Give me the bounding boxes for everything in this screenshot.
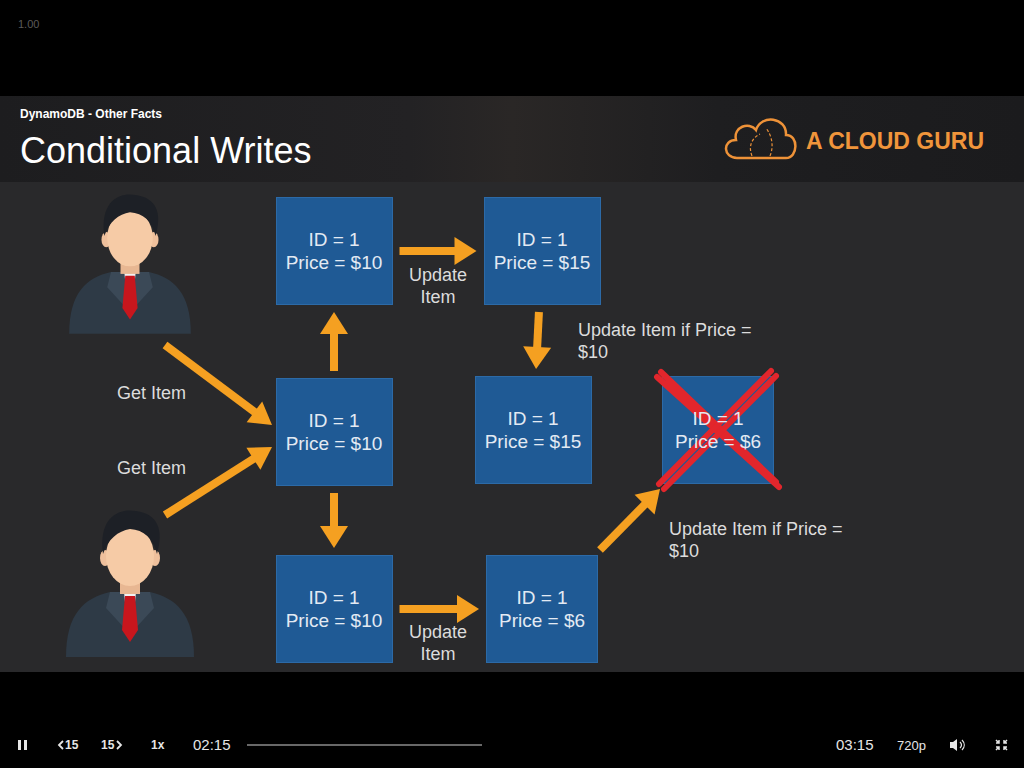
arrow-head bbox=[523, 346, 551, 369]
text-holder: A CLOUD GURU bbox=[806, 127, 984, 155]
action-label: Get Item bbox=[117, 382, 186, 404]
edge-label: Update Item if Price = $10 bbox=[669, 518, 844, 562]
item-attribute: Price = $15 bbox=[485, 430, 582, 453]
quality: 720p bbox=[897, 738, 926, 754]
playback-speed: 1x bbox=[151, 738, 164, 752]
text-holder: Update Item if Price = $10 bbox=[578, 319, 753, 363]
text-holder: 02:15 bbox=[193, 736, 231, 754]
arrow-shaft bbox=[330, 332, 338, 371]
item-box: ID = 1Price = $10 bbox=[276, 555, 393, 663]
item-box: ID = 1Price = $10 bbox=[276, 378, 393, 486]
text-holder: Update Item if Price = $10 bbox=[669, 518, 844, 562]
pause-icon bbox=[24, 740, 27, 750]
speed-indicator: 1.00 bbox=[18, 18, 39, 31]
volume-icon bbox=[950, 739, 957, 751]
fullscreen-icon bbox=[996, 740, 1007, 750]
get-item-arrow bbox=[165, 447, 272, 515]
item-attribute: Price = $15 bbox=[494, 251, 591, 274]
progress-bar bbox=[247, 745, 482, 746]
cloud-outline bbox=[726, 120, 795, 158]
arrow-shaft bbox=[400, 605, 460, 613]
item-attribute: Price = $10 bbox=[286, 609, 383, 632]
logo-cloud bbox=[726, 120, 795, 158]
text-holder: Update Item bbox=[398, 264, 478, 308]
edge-label: Update Item bbox=[398, 264, 478, 308]
hair bbox=[104, 195, 159, 236]
text-holder: DynamoDB - Other Facts bbox=[20, 107, 162, 121]
person-icon bbox=[69, 195, 191, 334]
arrow-head bbox=[320, 312, 348, 334]
text-holder: Update Item bbox=[398, 621, 478, 665]
arrow-head bbox=[247, 401, 272, 425]
item-box: ID = 1Price = $15 bbox=[475, 376, 592, 484]
text-holder: 1.00 bbox=[18, 18, 39, 31]
arrow-shaft bbox=[537, 312, 539, 349]
item-attribute: Price = $10 bbox=[286, 251, 383, 274]
total-time: 03:15 bbox=[836, 736, 874, 754]
text-holder: 1x bbox=[151, 738, 164, 752]
item-attribute: ID = 1 bbox=[308, 228, 359, 251]
text-holder: 15 bbox=[101, 738, 114, 752]
arrow-connector bbox=[523, 312, 551, 369]
item-attribute: Price = $10 bbox=[286, 432, 383, 455]
hair bbox=[102, 510, 159, 554]
text-holder: 03:15 bbox=[836, 736, 874, 754]
cross-stroke bbox=[657, 372, 779, 487]
arrow-connector bbox=[320, 312, 348, 371]
action-label: Get Item bbox=[117, 457, 186, 479]
edge-label: Update Item bbox=[398, 621, 478, 665]
cross-stroke bbox=[659, 371, 776, 489]
suit bbox=[69, 272, 191, 334]
item-attribute: ID = 1 bbox=[516, 228, 567, 251]
text-holder: Conditional Writes bbox=[20, 130, 311, 172]
tie bbox=[122, 276, 137, 320]
volume-icon bbox=[960, 740, 964, 750]
logo-text: A CLOUD GURU bbox=[806, 127, 984, 155]
item-attribute: ID = 1 bbox=[308, 586, 359, 609]
forward-chevron bbox=[117, 741, 121, 749]
arrow-connector bbox=[400, 237, 477, 265]
item-attribute: Price = $6 bbox=[675, 430, 761, 453]
tie bbox=[122, 596, 138, 642]
item-attribute: ID = 1 bbox=[308, 409, 359, 432]
suit bbox=[66, 592, 194, 657]
text-holder: Get Item bbox=[117, 457, 186, 479]
text-holder: 720p bbox=[897, 738, 926, 754]
arrow-connector bbox=[400, 595, 480, 623]
text-holder: 15 bbox=[65, 738, 78, 752]
person-icon bbox=[66, 510, 194, 657]
item-box: ID = 1Price = $6 bbox=[662, 376, 774, 484]
arrow-connector bbox=[320, 493, 348, 548]
arrow-shaft bbox=[330, 493, 338, 528]
skip-forward: 15 bbox=[101, 738, 114, 752]
arrow-connector bbox=[600, 489, 660, 550]
current-time: 02:15 bbox=[193, 736, 231, 754]
skip-back: 15 bbox=[65, 738, 78, 752]
arrow-head bbox=[457, 595, 479, 623]
arrow-head bbox=[635, 489, 660, 515]
cloud-detail bbox=[750, 128, 772, 156]
slide-title: Conditional Writes bbox=[20, 130, 311, 172]
arrow-head bbox=[246, 447, 272, 470]
arrow-head bbox=[455, 237, 477, 265]
arrow-shaft bbox=[600, 503, 646, 550]
item-attribute: ID = 1 bbox=[516, 586, 567, 609]
item-box: ID = 1Price = $15 bbox=[484, 197, 601, 305]
item-attribute: Price = $6 bbox=[499, 609, 585, 632]
arrow-shaft bbox=[400, 247, 457, 255]
rewind-chevron bbox=[59, 741, 63, 749]
pause-icon bbox=[18, 740, 21, 750]
section-subtitle: DynamoDB - Other Facts bbox=[20, 107, 162, 121]
edge-label: Update Item if Price = $10 bbox=[578, 319, 753, 363]
item-attribute: ID = 1 bbox=[692, 407, 743, 430]
item-attribute: ID = 1 bbox=[507, 407, 558, 430]
item-box: ID = 1Price = $6 bbox=[486, 555, 598, 663]
text-holder: Get Item bbox=[117, 382, 186, 404]
arrow-head bbox=[320, 526, 348, 548]
item-box: ID = 1Price = $10 bbox=[276, 197, 393, 305]
